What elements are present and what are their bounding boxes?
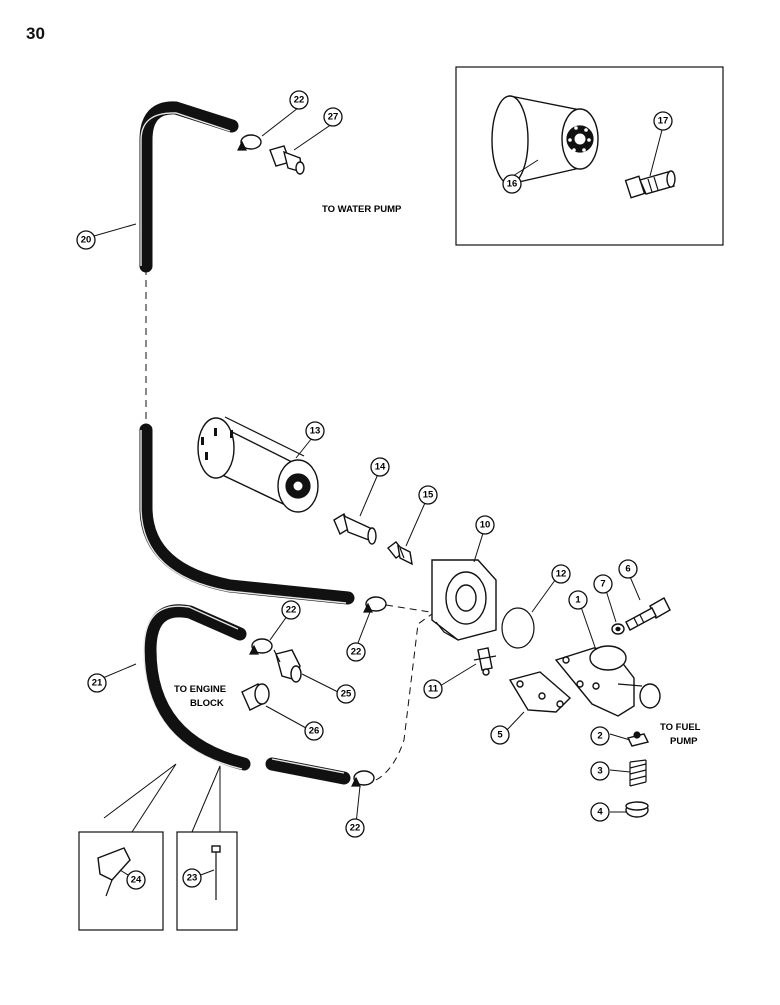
hose-20-lower	[139, 423, 355, 605]
bolt-6	[625, 597, 671, 631]
detail-box-tie-23	[176, 765, 238, 931]
inset-frame	[455, 66, 724, 246]
svg-text:24: 24	[131, 875, 142, 886]
callout-23: 23	[182, 868, 202, 888]
svg-text:20: 20	[81, 235, 92, 246]
svg-text:23: 23	[187, 873, 198, 884]
svg-text:7: 7	[600, 579, 605, 590]
callout-25: 25	[336, 684, 356, 704]
hose-clamp-22-top	[237, 134, 262, 151]
callout-10: 10	[475, 515, 495, 535]
callout-15: 15	[418, 485, 438, 505]
svg-text:27: 27	[328, 112, 339, 123]
dashed-line-lower-hose	[375, 613, 433, 781]
svg-text:22: 22	[351, 647, 362, 658]
svg-text:22: 22	[286, 605, 297, 616]
callout-5: 5	[490, 725, 510, 745]
svg-text:12: 12	[556, 569, 567, 580]
callout-21: 21	[87, 673, 107, 693]
fitting-15	[387, 541, 413, 566]
callout-22-upper: 22	[346, 642, 366, 662]
spin-on-filter-13	[197, 416, 319, 513]
washer-7	[611, 623, 625, 635]
note-to-engine-block-line1: TO ENGINE	[174, 684, 226, 695]
svg-text:13: 13	[310, 426, 321, 437]
fitting-26	[241, 683, 270, 711]
callout-7: 7	[593, 574, 613, 594]
svg-text:2: 2	[597, 731, 602, 742]
detail-box-clip-24	[78, 763, 177, 931]
hose-20	[139, 101, 239, 273]
svg-text:16: 16	[507, 179, 518, 190]
callout-17: 17	[653, 111, 673, 131]
callout-22-top: 22	[289, 90, 309, 110]
leader-lines	[93, 107, 663, 881]
svg-text:15: 15	[423, 490, 434, 501]
callout-26: 26	[304, 721, 324, 741]
svg-text:25: 25	[341, 689, 352, 700]
callout-16: 16	[502, 174, 522, 194]
spring-3	[629, 759, 647, 787]
callout-11: 11	[423, 679, 443, 699]
callout-1: 1	[568, 590, 588, 610]
svg-text:22: 22	[294, 95, 305, 106]
page-number: 30	[26, 24, 45, 43]
filter-adapter-14	[333, 512, 377, 545]
note-to-fuel-pump-line1: TO FUEL	[660, 722, 701, 733]
o-ring-12	[501, 607, 535, 649]
callout-20: 20	[76, 230, 96, 250]
drain-fitting-11	[473, 647, 497, 676]
hose-clamp-22-lower	[351, 770, 375, 787]
svg-text:4: 4	[597, 807, 603, 818]
svg-text:22: 22	[350, 823, 361, 834]
valve-body-1	[554, 645, 661, 717]
svg-text:5: 5	[497, 730, 503, 741]
note-to-engine-block-line2: BLOCK	[190, 698, 224, 709]
callout-4: 4	[590, 802, 610, 822]
callout-6: 6	[618, 559, 638, 579]
callout-27: 27	[323, 107, 343, 127]
plug-2	[626, 731, 650, 747]
svg-text:1: 1	[575, 595, 581, 606]
callout-22-lower: 22	[345, 818, 365, 838]
svg-text:10: 10	[480, 520, 491, 531]
svg-text:3: 3	[597, 766, 602, 777]
filter-housing-10	[431, 559, 497, 641]
hose-short-segment	[265, 757, 351, 785]
filter-adapter-17	[624, 170, 676, 199]
callout-2: 2	[590, 726, 610, 746]
fitting-27	[269, 145, 305, 175]
hose-21	[143, 604, 251, 771]
note-to-water-pump: TO WATER PUMP	[322, 204, 402, 215]
elbow-fitting-25	[273, 649, 302, 683]
svg-text:6: 6	[625, 564, 630, 575]
spin-on-filter-16	[491, 95, 599, 185]
svg-text:11: 11	[428, 684, 439, 695]
gasket-5	[508, 671, 572, 713]
callout-14: 14	[370, 457, 390, 477]
inset-box	[455, 66, 724, 246]
svg-text:14: 14	[375, 462, 386, 473]
svg-text:26: 26	[309, 726, 320, 737]
callout-13: 13	[305, 421, 325, 441]
dashed-line-to-housing	[385, 604, 431, 613]
hose-clamp-22-left	[249, 638, 273, 655]
valve-cap-4	[625, 801, 649, 818]
svg-text:21: 21	[92, 678, 103, 689]
callout-24: 24	[126, 870, 146, 890]
hose-clamp-22-upper	[363, 596, 387, 613]
note-to-fuel-pump-line2: PUMP	[670, 736, 698, 747]
svg-text:17: 17	[658, 116, 669, 127]
callout-3: 3	[590, 761, 610, 781]
callout-12: 12	[551, 564, 571, 584]
callout-22-left: 22	[281, 600, 301, 620]
